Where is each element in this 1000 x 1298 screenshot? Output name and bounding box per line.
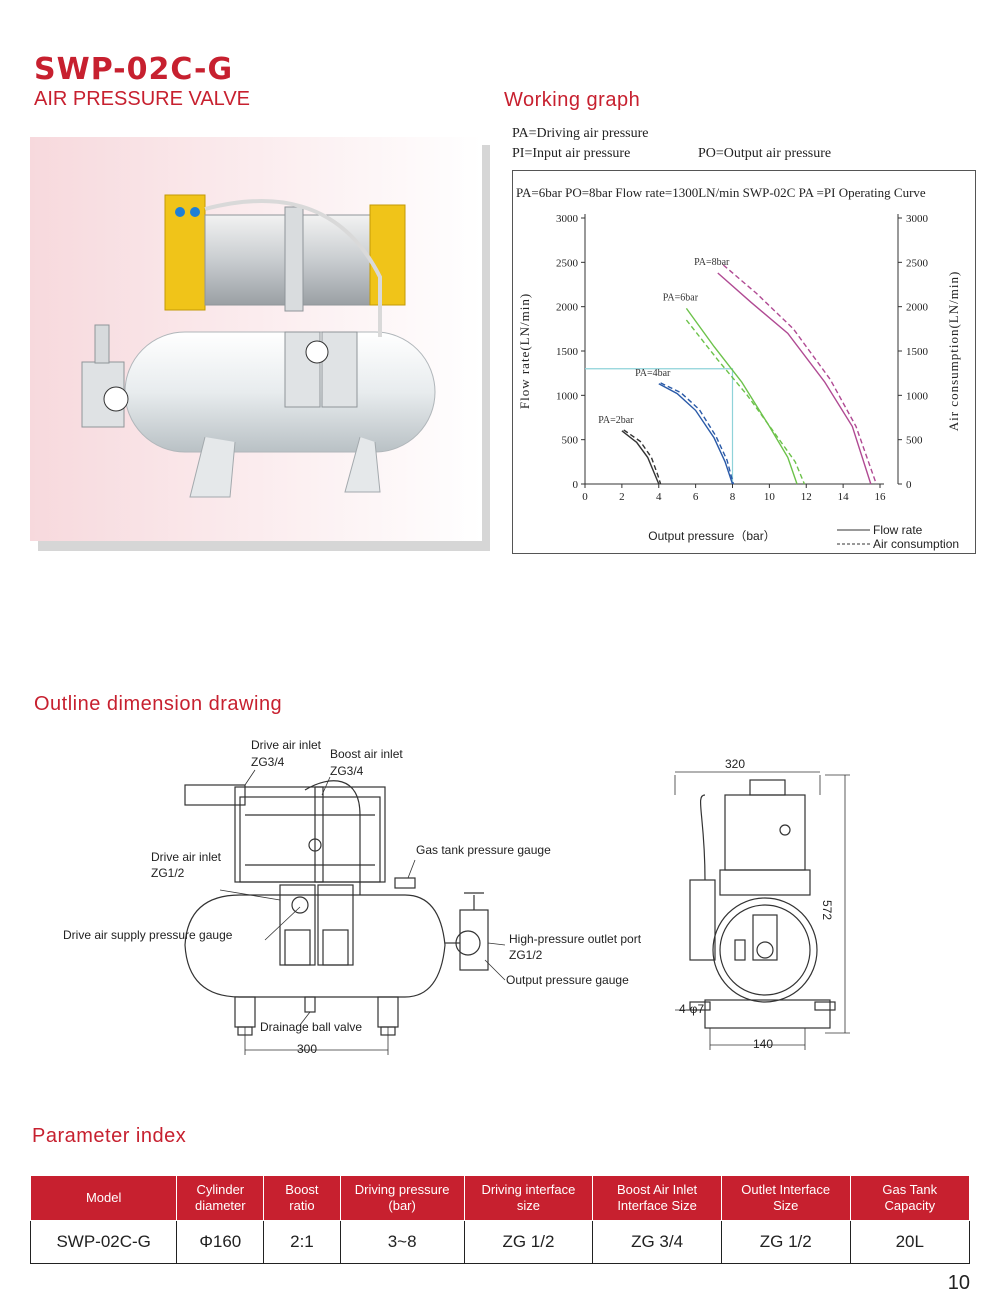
label-hp-outlet-size: ZG1/2 bbox=[509, 948, 543, 962]
series-label: PA=6bar bbox=[663, 292, 699, 303]
x-tick-label: 6 bbox=[693, 491, 699, 503]
y-tick-label: 1000 bbox=[556, 390, 579, 402]
working-graph-frame bbox=[512, 170, 976, 554]
label-boost-inlet-size: ZG3/4 bbox=[330, 764, 364, 778]
outline-front-view bbox=[184, 769, 506, 1055]
dimension-holes: 4-φ7 bbox=[679, 1002, 705, 1016]
dimension-140: 140 bbox=[753, 1037, 774, 1051]
model-title: SWP-02C-G bbox=[34, 52, 234, 87]
y-axis-label: Flow rate(LN/min) bbox=[517, 293, 532, 409]
x-tick-label: 2 bbox=[619, 491, 625, 503]
label-drive-inlet-side-size: ZG1/2 bbox=[151, 866, 185, 880]
x-tick-label: 16 bbox=[875, 491, 887, 503]
cell-boost-interface: ZG 3/4 bbox=[592, 1220, 722, 1264]
y2-tick-label: 0 bbox=[906, 479, 912, 491]
label-drive-inlet-side: Drive air inlet bbox=[151, 850, 222, 864]
cell-driving-pressure: 3~8 bbox=[339, 1220, 465, 1264]
table-row: SWP-02C-G Φ160 2:1 3~8 ZG 1/2 ZG 3/4 ZG … bbox=[29, 1220, 971, 1264]
y-tick-label: 2000 bbox=[556, 302, 579, 314]
label-boost-inlet: Boost air inlet bbox=[330, 747, 403, 761]
product-photo bbox=[30, 137, 490, 551]
y2-tick-label: 2000 bbox=[906, 302, 929, 314]
header-model: Model bbox=[29, 1175, 178, 1221]
legend-air-label: Air consumption bbox=[873, 537, 959, 551]
series-air-line bbox=[722, 264, 877, 485]
legend-pa: PA=Driving air pressure bbox=[512, 126, 649, 141]
label-drain-valve: Drainage ball valve bbox=[260, 1020, 363, 1034]
series-flow-line bbox=[685, 307, 798, 485]
cell-cylinder: Φ160 bbox=[176, 1220, 265, 1264]
y-tick-label: 0 bbox=[573, 479, 579, 491]
x-tick-label: 12 bbox=[801, 491, 812, 503]
y-tick-label: 500 bbox=[562, 435, 579, 447]
label-gas-tank-gauge: Gas tank pressure gauge bbox=[416, 843, 551, 857]
cell-tank-capacity: 20L bbox=[849, 1220, 971, 1264]
product-subtitle: AIR PRESSURE VALVE bbox=[34, 88, 250, 110]
parameter-title: Parameter index bbox=[32, 1125, 187, 1147]
label-drive-inlet-top-size: ZG3/4 bbox=[251, 755, 285, 769]
series-flow-line bbox=[621, 430, 660, 485]
page-number: 10 bbox=[947, 1272, 970, 1294]
y2-tick-label: 500 bbox=[906, 435, 923, 447]
legend-pi: PI=Input air pressure bbox=[512, 146, 631, 161]
y2-tick-label: 1000 bbox=[906, 390, 929, 402]
legend-flow-label: Flow rate bbox=[873, 523, 923, 537]
series-air-line bbox=[660, 382, 735, 485]
x-tick-label: 0 bbox=[582, 491, 588, 503]
y2-tick-label: 2500 bbox=[906, 257, 929, 269]
cell-driving-interface: ZG 1/2 bbox=[463, 1220, 594, 1264]
dimension-300: 300 bbox=[297, 1042, 318, 1056]
label-hp-outlet: High-pressure outlet port bbox=[509, 932, 642, 946]
x-tick-label: 10 bbox=[764, 491, 776, 503]
x-tick-label: 4 bbox=[656, 491, 662, 503]
y2-tick-label: 3000 bbox=[906, 213, 929, 225]
series-label: PA=8bar bbox=[694, 257, 730, 268]
dimension-572: 572 bbox=[820, 900, 834, 921]
series-flow-line bbox=[658, 383, 734, 485]
cell-model: SWP-02C-G bbox=[29, 1220, 178, 1264]
series-air-line bbox=[685, 319, 806, 485]
operating-point-marker bbox=[585, 368, 734, 484]
cell-outlet-interface: ZG 1/2 bbox=[720, 1220, 851, 1264]
cell-boost-ratio: 2:1 bbox=[263, 1220, 341, 1264]
y-tick-label: 3000 bbox=[556, 213, 579, 225]
label-output-gauge: Output pressure gauge bbox=[506, 973, 629, 987]
legend-po: PO=Output air pressure bbox=[698, 146, 832, 161]
y-tick-label: 1500 bbox=[556, 346, 579, 358]
series-flow-line bbox=[717, 272, 872, 485]
label-drive-inlet-top: Drive air inlet bbox=[251, 738, 322, 752]
series-label: PA=4bar bbox=[635, 368, 671, 379]
outline-title: Outline dimension drawing bbox=[34, 693, 283, 715]
x-axis-label: Output pressure（bar） bbox=[648, 529, 775, 543]
y-tick-label: 2500 bbox=[556, 257, 579, 269]
chart-title: PA=6bar PO=8bar Flow rate=1300LN/min SWP… bbox=[516, 185, 926, 200]
header-driving-pressure: Driving pressure(bar) bbox=[339, 1175, 465, 1221]
label-drive-supply-gauge: Drive air supply pressure gauge bbox=[63, 928, 233, 942]
working-graph-title: Working graph bbox=[504, 89, 641, 111]
y2-axis-label: Air consumption(LN/min) bbox=[946, 271, 961, 432]
x-tick-label: 14 bbox=[838, 491, 850, 503]
x-tick-label: 8 bbox=[730, 491, 736, 503]
outline-side-view bbox=[674, 771, 850, 1050]
series-label: PA=2bar bbox=[598, 415, 634, 426]
dimension-320: 320 bbox=[725, 757, 746, 771]
y2-tick-label: 1500 bbox=[906, 346, 929, 358]
